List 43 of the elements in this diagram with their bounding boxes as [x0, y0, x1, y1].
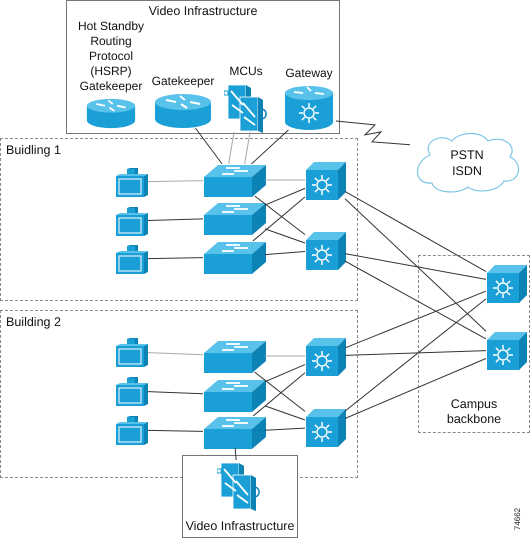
- network-link: [254, 196, 306, 236]
- network-link: [228, 132, 234, 164]
- network-link: [344, 350, 486, 356]
- device-label: MCUs: [229, 64, 263, 79]
- network-link: [344, 298, 486, 412]
- area-label: Building 2: [6, 315, 61, 329]
- device-label: Gateway: [285, 66, 333, 81]
- network-link: [344, 358, 486, 419]
- device-label: Gatekeeper: [152, 74, 214, 89]
- figure-number: 74662: [513, 506, 523, 532]
- serial-link: [336, 120, 410, 146]
- network-link: [344, 198, 486, 332]
- area-label: Campus backbone: [446, 396, 502, 428]
- network-link: [148, 391, 204, 394]
- network-link: [264, 228, 306, 244]
- network-link: [234, 448, 237, 460]
- group-box: [66, 0, 340, 134]
- network-link: [244, 132, 250, 164]
- network-link: [264, 364, 306, 382]
- network-link: [264, 251, 306, 256]
- network-link: [194, 128, 223, 164]
- network-link: [264, 405, 306, 420]
- dashed-area: [0, 310, 358, 478]
- area-label: Video Infrastructure: [184, 519, 296, 533]
- network-link: [344, 290, 486, 348]
- network-link: [148, 352, 204, 356]
- cloud-label: PSTN ISDN: [449, 146, 485, 180]
- device-label: Hot Standby Routing Protocol (HSRP) Gatekeeper: [76, 19, 146, 94]
- network-link: [344, 253, 486, 280]
- network-link: [344, 190, 486, 272]
- network-link: [148, 180, 204, 182]
- area-label: Video Infrastructure: [148, 4, 258, 18]
- network-link: [148, 430, 204, 432]
- dashed-area: [0, 138, 358, 301]
- network-link: [148, 218, 204, 221]
- network-link: [264, 188, 306, 206]
- network-link: [344, 260, 486, 340]
- network-link: [264, 428, 306, 431]
- network-link: [148, 257, 204, 260]
- area-label: Buidling 1: [6, 143, 61, 157]
- dashed-area: [418, 255, 530, 433]
- network-link: [252, 196, 306, 242]
- group-box: [182, 455, 298, 538]
